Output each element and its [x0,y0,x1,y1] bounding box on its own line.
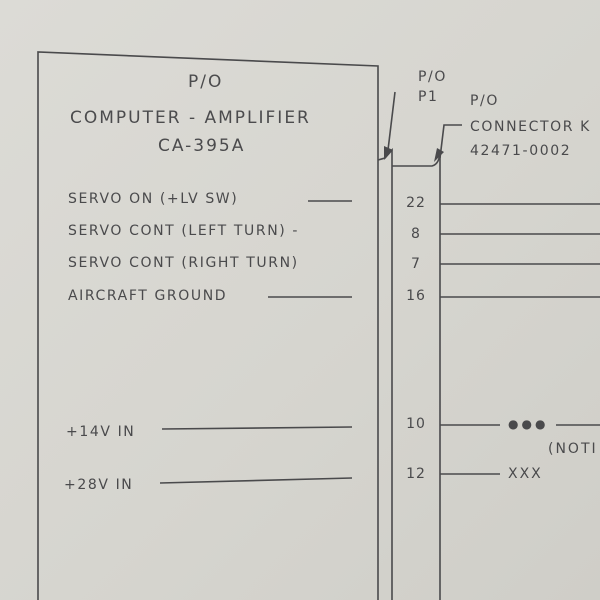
wire-dots-marker: ●●● [508,417,549,431]
connector-part-number: 42471-0002 [470,143,572,159]
connector-ref-label: P/O [470,93,499,109]
plug-ref-label: P/O [418,69,447,85]
leader-28v [159,477,353,484]
pin-number-16: 16 [406,288,426,304]
connector-arrowhead [434,148,444,162]
p1-arrow-line [387,91,396,151]
computer-ref-label: P/O [188,72,224,92]
pin-number-10: 10 [406,416,426,432]
signal-label-14v: +14V IN [66,424,136,440]
wire-crosses-marker: XXX [508,466,543,482]
computer-model: CA-395A [158,136,246,156]
pin-number-7: 7 [411,256,421,272]
p1-arrowhead [384,146,393,160]
plug-designator: P1 [418,89,439,105]
signal-label-servo-left: SERVO CONT (LEFT TURN) - [68,223,300,239]
plug-p1-divider [392,149,441,600]
plug-p1-outline [377,147,393,600]
connector-name: CONNECTOR K [470,119,591,135]
computer-title: COMPUTER - AMPLIFIER [70,108,311,128]
connector-arrow-line [439,124,462,159]
leader-14v [161,426,353,430]
signal-label-28v: +28V IN [64,477,134,493]
signal-label-servo-on: SERVO ON (+LV SW) [68,191,239,207]
pin-number-8: 8 [411,226,421,242]
computer-box-outline [37,51,379,600]
wire-note-label: (NOTI [548,441,598,457]
signal-label-ground: AIRCRAFT GROUND [68,288,228,304]
signal-label-servo-right: SERVO CONT (RIGHT TURN) [68,255,299,271]
pin-number-22: 22 [406,195,426,211]
pin-number-12: 12 [406,466,426,482]
